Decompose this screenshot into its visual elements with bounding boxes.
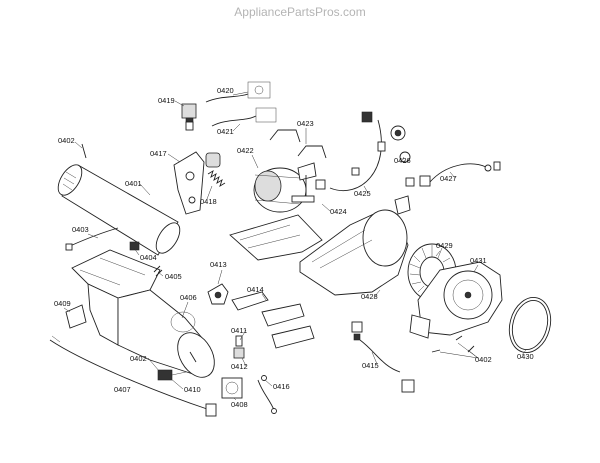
label-0415[interactable]: 0415: [362, 361, 379, 370]
label-0407[interactable]: 0407: [114, 385, 131, 394]
label-0402-right[interactable]: 0402: [475, 355, 492, 364]
label-0402-mid[interactable]: 0402: [130, 354, 147, 363]
label-0428[interactable]: 0428: [361, 292, 378, 301]
label-0405[interactable]: 0405: [165, 272, 182, 281]
blower-housing-part[interactable]: [299, 195, 411, 296]
wire-0416[interactable]: [257, 375, 277, 414]
label-0419[interactable]: 0419: [158, 96, 175, 105]
label-0423[interactable]: 0423: [297, 119, 314, 128]
switch-0419[interactable]: [181, 103, 197, 131]
label-0402-top[interactable]: 0402: [58, 136, 75, 145]
label-0426[interactable]: 0426: [394, 156, 411, 165]
label-0424[interactable]: 0424: [330, 207, 347, 216]
label-0406[interactable]: 0406: [180, 293, 197, 302]
bracket-0414[interactable]: [231, 291, 315, 349]
part-labels: 0402 0401 0403 0404 0405 0406 0409 0407 …: [54, 86, 534, 409]
label-0409[interactable]: 0409: [54, 299, 71, 308]
label-0417[interactable]: 0417: [150, 149, 167, 158]
label-0416[interactable]: 0416: [273, 382, 290, 391]
label-0404[interactable]: 0404: [140, 253, 157, 262]
label-0425[interactable]: 0425: [354, 189, 371, 198]
wire-harness-0427[interactable]: [419, 161, 501, 187]
lint-duct-part[interactable]: [65, 249, 222, 384]
label-0403[interactable]: 0403: [72, 225, 89, 234]
wire-harness-0425[interactable]: [315, 111, 386, 192]
label-0418[interactable]: 0418: [200, 197, 217, 206]
motor-part[interactable]: [229, 162, 323, 261]
label-0410[interactable]: 0410: [184, 385, 201, 394]
label-0430[interactable]: 0430: [517, 352, 534, 361]
leader-lines: [63, 91, 527, 401]
gas-line-0407[interactable]: [49, 335, 217, 417]
label-0413[interactable]: 0413: [210, 260, 227, 269]
idler-arm-part[interactable]: [173, 151, 226, 215]
label-0412[interactable]: 0412: [231, 362, 248, 371]
wire-0420-0421[interactable]: [205, 81, 277, 127]
bracket-0423[interactable]: [269, 129, 327, 159]
clip-0404[interactable]: [129, 241, 140, 251]
label-0414[interactable]: 0414: [247, 285, 264, 294]
harness-0415[interactable]: [351, 321, 415, 393]
watermark: AppliancePartsPros.com: [234, 5, 366, 19]
seal-ring-part[interactable]: [503, 293, 556, 357]
label-0431[interactable]: 0431: [470, 256, 487, 265]
label-0401[interactable]: 0401: [125, 179, 142, 188]
bracket-0413[interactable]: [207, 283, 229, 305]
label-0427[interactable]: 0427: [440, 174, 457, 183]
label-0421[interactable]: 0421: [217, 127, 234, 136]
label-0420[interactable]: 0420: [217, 86, 234, 95]
label-0408[interactable]: 0408: [231, 400, 248, 409]
igniter-0410[interactable]: [157, 369, 187, 381]
valve-0408[interactable]: [221, 377, 243, 399]
drum-tube-part[interactable]: [53, 161, 184, 257]
blower-rear-housing-part[interactable]: [409, 261, 503, 339]
label-0429[interactable]: 0429: [436, 241, 453, 250]
label-0411[interactable]: 0411: [231, 326, 247, 335]
wire-0403[interactable]: [65, 227, 119, 251]
sensor-0411-0412[interactable]: [233, 335, 245, 359]
label-0422[interactable]: 0422: [237, 146, 254, 155]
